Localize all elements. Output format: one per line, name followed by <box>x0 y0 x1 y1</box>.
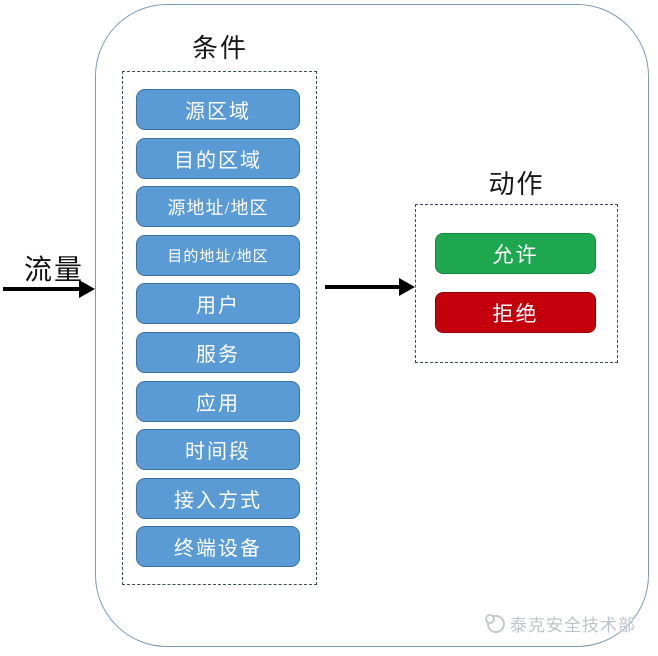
traffic-label: 流量 <box>23 255 84 286</box>
conditions-to-actions-arrow-head-icon <box>399 278 415 296</box>
condition-destination-address: 目的地址/地区 <box>136 234 300 276</box>
condition-source-address: 源地址/地区 <box>136 186 300 228</box>
conditions-list: 源区域 目的区域 源地址/地区 目的地址/地区 用户 服务 应用 时间段 接入方… <box>136 89 300 568</box>
condition-time-range: 时间段 <box>136 429 300 471</box>
allow-action: 允许 <box>435 233 596 274</box>
conditions-group-box <box>122 71 317 585</box>
actions-title: 动作 <box>488 170 545 199</box>
watermark-text: 泰克安全技术部 <box>510 616 636 635</box>
traffic-arrow-head-icon <box>79 280 95 298</box>
traffic-arrow-line <box>3 287 80 291</box>
condition-service: 服务 <box>136 331 300 373</box>
watermark: 泰克安全技术部 <box>485 611 636 636</box>
condition-terminal-device: 终端设备 <box>136 526 300 568</box>
condition-source-zone: 源区域 <box>136 89 300 130</box>
actions-group-box <box>415 204 618 363</box>
conditions-to-actions-arrow-line <box>325 285 400 289</box>
condition-application: 应用 <box>136 380 300 422</box>
deny-action: 拒绝 <box>435 292 596 333</box>
condition-destination-zone: 目的区域 <box>136 137 300 179</box>
condition-access-method: 接入方式 <box>136 477 300 519</box>
watermark-logo-icon <box>485 613 505 633</box>
condition-user: 用户 <box>136 283 300 325</box>
policy-outline-box <box>95 4 649 647</box>
conditions-title: 条件 <box>191 34 248 63</box>
